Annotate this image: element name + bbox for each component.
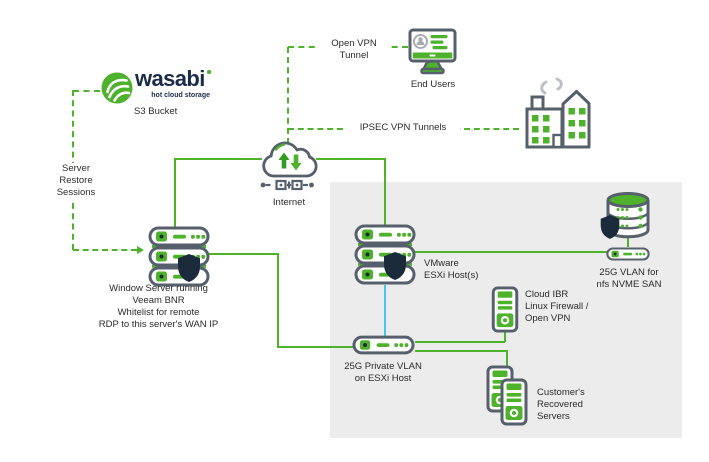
private-vlan-server-icon <box>352 335 415 355</box>
connector-veeam-down <box>277 253 279 348</box>
s3-bucket-label: S3 Bucket <box>134 106 178 117</box>
ipsec-vpn-label: IPSEC VPN Tunnels <box>346 122 460 135</box>
connector-vmware-to-san <box>415 251 607 253</box>
connector-vpn-vertical <box>287 47 289 144</box>
wasabi-tagline: hot cloud storage <box>151 92 210 99</box>
wasabi-trademark-dot <box>207 70 211 74</box>
end-users-monitor-icon <box>408 28 457 75</box>
nvme-san-server-icon <box>606 247 650 261</box>
arrowhead-to-veeam <box>137 245 144 254</box>
connector-veeam-right <box>200 253 278 255</box>
server-restore-label: Server Restore Sessions <box>43 163 109 200</box>
connector-veeam-to-cloud <box>175 158 262 160</box>
connector-ibr-down <box>504 331 506 342</box>
connector-vmware-private-vlan-cyan <box>384 285 386 338</box>
wasabi-wordmark: wasabi <box>135 66 205 91</box>
connector-vlan-to-ibr <box>415 341 505 343</box>
cloud-ibr-label: Cloud IBR Linux Firewall / Open VPN <box>525 289 589 325</box>
veeam-server-label: Window Server running Veeam BNR Whitelis… <box>98 283 219 331</box>
connector-recovered-up <box>506 350 508 367</box>
connector-db-to-server <box>627 235 629 247</box>
nvme-san-shield-icon <box>600 215 620 239</box>
internet-cloud-icon <box>260 141 318 191</box>
recovered-servers-label: Customer's Recovered Servers <box>537 387 585 423</box>
connector-cloud-to-vmware <box>316 158 385 160</box>
nvme-san-label: 25G VLAN for nfs NVME SAN <box>596 267 662 291</box>
end-users-label: End Users <box>410 79 456 90</box>
internet-label: Internet <box>272 197 306 208</box>
nvme-san-database-icon <box>606 192 650 239</box>
connector-wasabi-horizontal <box>73 90 100 92</box>
connector-restore-to-veeam <box>73 249 137 251</box>
factory-building-icon <box>525 77 591 149</box>
private-vlan-label: 25G Private VLAN on ESXi Host <box>344 361 422 385</box>
vmware-shield-icon <box>384 252 406 280</box>
cloud-ibr-tower-icon <box>491 286 519 333</box>
connector-veeam-up <box>174 158 176 228</box>
recovered-server-front-icon <box>500 378 528 426</box>
connector-vlan-to-recovered <box>415 350 508 352</box>
connector-to-private-vlan <box>277 346 353 348</box>
veeam-shield-icon <box>178 254 200 282</box>
wasabi-logo-icon <box>101 72 133 104</box>
open-vpn-tunnel-label: Open VPN Tunnel <box>318 38 390 63</box>
vmware-label: VMware ESXi Host(s) <box>424 258 479 282</box>
connector-vmware-up <box>384 158 386 226</box>
